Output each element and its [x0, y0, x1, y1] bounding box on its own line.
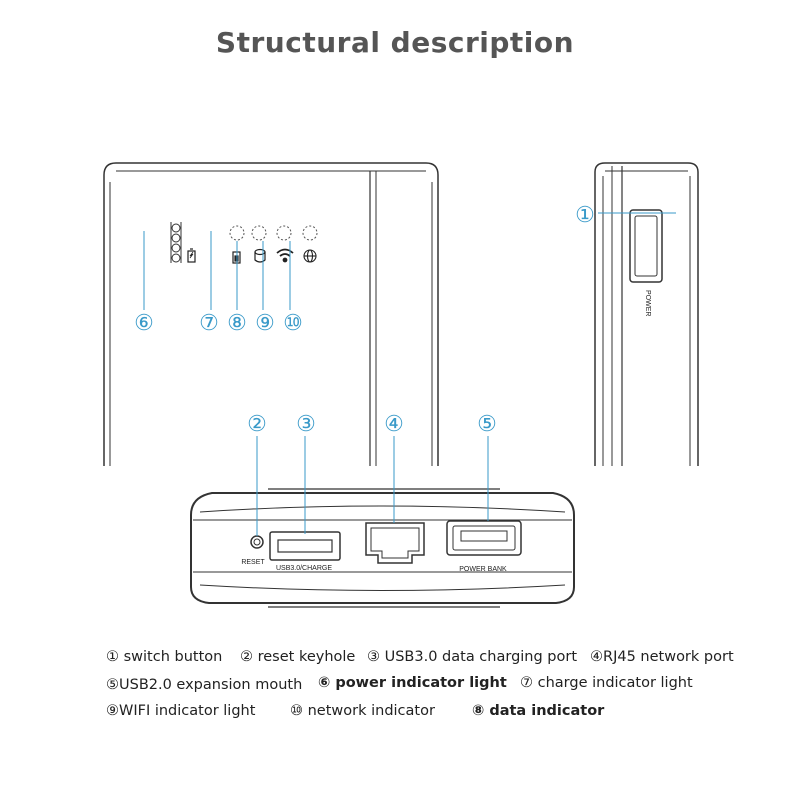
legend-usb2-mouth: ⑤USB2.0 expansion mouth: [106, 677, 303, 693]
legend-network-indicator: ⑩ network indicator: [290, 703, 435, 719]
usb3-charge-port: [269, 531, 341, 561]
legend-reset-keyhole: ② reset keyhole: [240, 649, 356, 665]
power-label: POWER: [644, 290, 651, 316]
storage-icon: [254, 248, 266, 263]
callout-5: ⑤: [477, 412, 497, 437]
leader-lines-top: [143, 231, 291, 310]
legend-charge-light: ⑦ charge indicator light: [520, 675, 693, 691]
callout-3: ③: [296, 412, 316, 437]
device-port-view: [190, 488, 575, 608]
wifi-icon: [276, 248, 294, 263]
indicator-rings: [229, 225, 318, 241]
power-switch: [629, 209, 663, 283]
led-indicator-column: [170, 222, 182, 263]
legend-data-indicator: ⑧ data indicator: [472, 703, 605, 719]
callout-2: ②: [247, 412, 267, 437]
usb2-power-bank-port: [446, 520, 522, 556]
callout-10: ⑩: [283, 311, 303, 336]
legend-wifi-light: ⑨WIFI indicator light: [106, 703, 256, 719]
legend-power-light: ⑥ power indicator light: [318, 675, 507, 691]
callout-7: ⑦: [199, 311, 219, 336]
page-title: Structural description: [215, 26, 575, 59]
leader-lines-bottom: [256, 436, 489, 536]
callout-1: ①: [575, 203, 595, 228]
legend-switch-button: ① switch button: [106, 649, 223, 665]
legend-rj45-port: ④RJ45 network port: [590, 649, 734, 665]
usb3-label: USB3.0/CHARGE: [276, 565, 332, 572]
callout-9: ⑨: [255, 311, 275, 336]
legend-usb3-port: ③ USB3.0 data charging port: [367, 649, 578, 665]
callout-4: ④: [384, 412, 404, 437]
globe-icon: [303, 249, 317, 263]
device-front-view: [103, 162, 439, 466]
reset-keyhole: [250, 535, 264, 549]
battery-icon: [187, 248, 196, 263]
reset-label: RESET: [241, 559, 265, 566]
device-side-view: [594, 162, 699, 466]
callout-6: ⑥: [134, 311, 154, 336]
callout-8: ⑧: [227, 311, 247, 336]
power-bank-label: POWER BANK: [459, 566, 507, 573]
rj45-network-port: [365, 522, 425, 564]
